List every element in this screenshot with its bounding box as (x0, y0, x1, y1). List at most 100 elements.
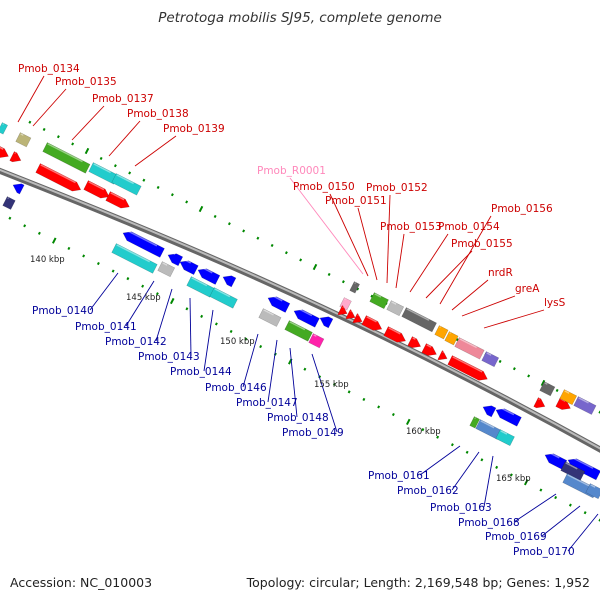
gene-pmob-0160b[interactable] (559, 389, 578, 406)
top-gene-label[interactable]: Pmob_0153 (380, 221, 442, 233)
gene-labels[interactable]: Pmob_0134Pmob_0135Pmob_0137Pmob_0138Pmob… (18, 63, 575, 558)
tick-mark (312, 263, 318, 271)
top-gene-label[interactable]: Pmob_0134 (18, 63, 80, 75)
gene-pmob-0151[interactable] (369, 292, 389, 310)
bottom-gene-label[interactable]: Pmob_0146 (205, 382, 267, 394)
top-gene-label[interactable]: Pmob_0139 (163, 123, 225, 135)
gene-pmob-0134b[interactable] (9, 151, 23, 165)
bottom-gene-label[interactable]: Pmob_0142 (105, 336, 167, 348)
gene-pmob-0162[interactable] (475, 419, 502, 440)
gene-pmob-0137b[interactable] (35, 163, 83, 195)
gene-pmob-0135[interactable] (15, 132, 32, 148)
gene-pmob-0160[interactable] (573, 396, 597, 415)
bottom-gene-label[interactable]: Pmob_0141 (75, 321, 137, 333)
top-gene-label[interactable]: Pmob_0154 (438, 221, 500, 233)
tick-mark (42, 127, 46, 132)
tick-marks (8, 120, 600, 522)
top-gene-label[interactable]: Pmob_0155 (451, 238, 513, 250)
tick-mark (37, 231, 41, 235)
gene-pmob-0152[interactable] (386, 300, 405, 317)
tick-mark (126, 277, 130, 281)
gene-pmob-0146b[interactable] (266, 294, 291, 313)
gene-nrdR[interactable] (481, 351, 500, 368)
gene-pmob-0169b[interactable] (566, 456, 600, 481)
gene-pmob-0140b[interactable] (166, 251, 184, 267)
gene-pmob-0147b[interactable] (292, 307, 320, 328)
gene-pmob-0163[interactable] (495, 429, 515, 447)
gene-pmob-0139b[interactable] (105, 191, 132, 212)
top-gene-label[interactable]: lysS (544, 297, 566, 309)
gene-pmob-0152b[interactable] (352, 313, 365, 327)
bottom-gene-label[interactable]: Pmob_0170 (513, 546, 575, 558)
gene-pmob-0139[interactable] (111, 173, 142, 196)
gene-pmob-0150[interactable] (349, 281, 360, 294)
tick-mark (405, 418, 411, 425)
bottom-gene-label[interactable]: Pmob_0163 (430, 502, 492, 514)
gene-pmob-0141b[interactable] (178, 258, 199, 275)
top-gene-label[interactable]: Pmob_0135 (55, 76, 117, 88)
top-gene-label[interactable]: Pmob_0137 (92, 93, 154, 105)
top-gene-label[interactable]: greA (515, 283, 540, 295)
bottom-gene-label[interactable]: Pmob_0143 (138, 351, 200, 363)
gene-pmob-0151b[interactable] (345, 309, 358, 323)
kbp-label: 145 kbp (126, 293, 161, 303)
gene-pmob-0133b[interactable] (11, 181, 25, 195)
gene-pmob-0156b[interactable] (421, 343, 439, 359)
bottom-gene-label[interactable]: Pmob_0140 (32, 305, 94, 317)
gene-pmob-0153b[interactable] (361, 315, 384, 334)
gene-pmob-0137[interactable] (42, 142, 91, 174)
bottom-gene-label[interactable]: Pmob_0147 (236, 397, 298, 409)
bottom-gene-label[interactable]: Pmob_0169 (485, 531, 547, 543)
top-gene-label[interactable]: Pmob_R0001 (257, 165, 326, 177)
top-gene-label[interactable]: Pmob_0156 (491, 203, 553, 215)
gene-lysS[interactable] (447, 355, 490, 384)
tick-mark (455, 338, 459, 342)
bottom-gene-label[interactable]: Pmob_0168 (458, 517, 520, 529)
gene-pmob-0143[interactable] (186, 276, 215, 298)
gene-pmob-0134[interactable] (0, 145, 11, 161)
gene-pmob-0154b[interactable] (383, 326, 408, 346)
top-leader-line (17, 75, 45, 123)
top-gene-label[interactable]: nrdR (488, 267, 513, 279)
gene-pmob-0138[interactable] (88, 162, 119, 185)
tick-mark (377, 405, 381, 409)
gene-pmob-0142b[interactable] (196, 266, 221, 285)
gene-pmob-0133[interactable] (0, 122, 8, 135)
gene-pmob-0148b[interactable] (318, 314, 334, 329)
bottom-gene-label[interactable]: Pmob_0144 (170, 366, 232, 378)
gene-pmob-0138b[interactable] (83, 180, 112, 202)
gene-greA[interactable] (437, 350, 450, 364)
top-gene-label[interactable]: Pmob_0151 (325, 195, 387, 207)
top-gene-label[interactable]: Pmob_0138 (127, 108, 189, 120)
top-gene-label[interactable]: Pmob_0150 (293, 181, 355, 193)
gene-pmob-0161[interactable] (469, 416, 480, 429)
gene-pmob-0146[interactable] (258, 308, 282, 327)
bottom-gene-label[interactable]: Pmob_0149 (282, 427, 344, 439)
gene-pmob-0155b[interactable] (407, 336, 423, 351)
gene-pmob-0140[interactable] (121, 229, 165, 258)
kbp-label: 165 kbp (496, 474, 531, 484)
gene-pmob-0150b[interactable] (337, 305, 350, 319)
gene-pmob-0149[interactable] (308, 333, 325, 349)
gene-pmob-0162b[interactable] (494, 406, 522, 427)
gene-features[interactable] (0, 122, 600, 500)
bottom-gene-label[interactable]: Pmob_0161 (368, 470, 430, 482)
bottom-gene-label[interactable]: Pmob_0148 (267, 412, 329, 424)
gene-pmob-0161b[interactable] (481, 403, 497, 418)
bottom-gene-label[interactable]: Pmob_0162 (397, 485, 459, 497)
gene-pmob-0154[interactable] (434, 325, 449, 340)
gene-pmob-0157[interactable] (539, 381, 556, 397)
gene-pmob-0141[interactable] (111, 243, 158, 274)
gene-pmob-0155[interactable] (444, 331, 459, 346)
gene-pmob-0144[interactable] (209, 287, 238, 309)
top-gene-label[interactable]: Pmob_0152 (366, 182, 428, 194)
gene-pmob-0170[interactable] (585, 483, 600, 500)
gene-pmob-0142[interactable] (157, 261, 176, 278)
gene-pmob-0142c[interactable] (221, 273, 237, 288)
gene-pmob-0132[interactable] (2, 196, 16, 210)
gene-pmob-0147[interactable] (284, 320, 313, 342)
gene-pmob-0156[interactable] (454, 337, 485, 360)
gene-pmob-0153[interactable] (401, 307, 437, 333)
label-leader-lines (17, 75, 599, 552)
gene-pmob-0158[interactable] (533, 397, 547, 411)
